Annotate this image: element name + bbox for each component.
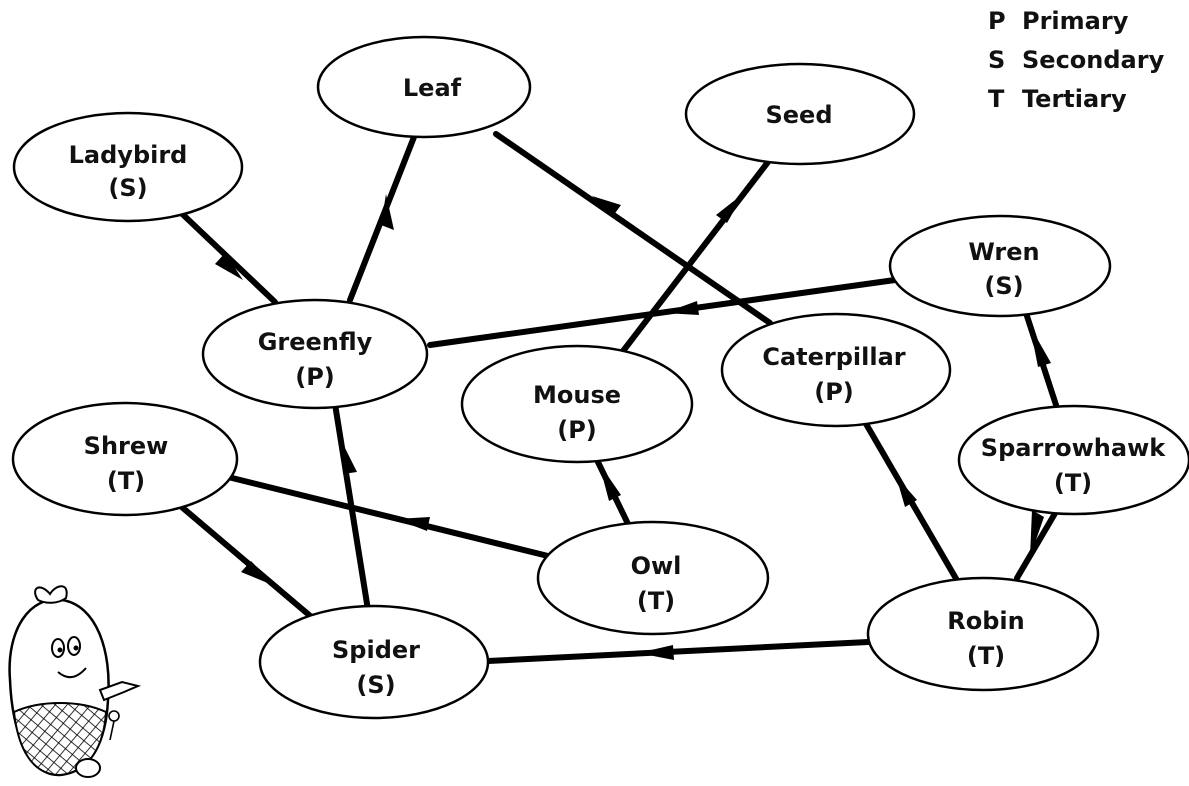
legend-code-primary: P — [988, 7, 1006, 35]
node-greenfly: Greenfly (P) — [201, 298, 429, 410]
node-greenfly-ellipse — [201, 298, 429, 410]
arrowhead-owl-mouse — [599, 463, 621, 501]
node-sparrowhawk: Sparrowhawk (T) — [957, 404, 1189, 516]
node-seed-name: Seed — [765, 101, 832, 129]
node-shrew-ellipse — [11, 401, 239, 517]
edge-owl-shrew — [225, 474, 551, 559]
node-caterpillar: Caterpillar (P) — [720, 312, 952, 428]
node-leaf-name: Leaf — [403, 74, 462, 102]
node-owl-ellipse — [536, 520, 770, 636]
arrowhead-mouse-seed — [716, 193, 744, 223]
node-robin-level: (T) — [967, 642, 1005, 670]
node-ladybird-name: Ladybird — [69, 141, 188, 169]
node-wren-name: Wren — [968, 238, 1039, 266]
legend-item-secondary: S Secondary — [988, 46, 1165, 74]
egg-mascot-illustration — [8, 585, 142, 778]
node-wren: Wren (S) — [888, 214, 1112, 318]
arrowhead-ladybird-greenfly — [215, 253, 243, 280]
node-robin-ellipse — [866, 576, 1100, 692]
node-shrew-level: (T) — [107, 467, 145, 495]
arrowhead-spider-greenfly — [341, 440, 357, 474]
node-ladybird: Ladybird (S) — [12, 111, 244, 223]
edge-wren-greenfly — [427, 277, 898, 348]
node-spider: Spider (S) — [258, 604, 490, 720]
node-wren-ellipse — [888, 214, 1112, 318]
node-ladybird-level: (S) — [108, 174, 147, 202]
legend-label-tertiary: Tertiary — [1022, 85, 1127, 113]
node-shrew: Shrew (T) — [11, 401, 239, 517]
edge-spider-greenfly — [332, 401, 371, 613]
node-caterpillar-level: (P) — [814, 378, 854, 406]
edge-mouse-seed — [617, 159, 771, 358]
arrowhead-robin-spider — [638, 645, 674, 660]
edge-shrew-spider — [174, 500, 318, 623]
legend-label-primary: Primary — [1022, 7, 1129, 35]
node-owl-name: Owl — [631, 552, 682, 580]
food-web-edges — [173, 131, 1060, 664]
node-ladybird-ellipse — [12, 111, 244, 223]
arrowhead-sparrowhawk-wren — [1030, 326, 1051, 367]
food-web-nodes: Leaf Seed Ladybird (S) Greenfly (P) Wren… — [11, 35, 1189, 720]
edge-caterpillar-leaf — [493, 131, 773, 326]
node-sparrowhawk-ellipse — [957, 404, 1189, 516]
node-mouse-level: (P) — [557, 416, 597, 444]
legend-label-secondary: Secondary — [1022, 46, 1165, 74]
legend-item-tertiary: T Tertiary — [988, 85, 1127, 113]
node-sparrowhawk-level: (T) — [1054, 469, 1092, 497]
node-seed-ellipse — [684, 62, 916, 166]
node-owl-level: (T) — [637, 587, 675, 615]
legend: P Primary S Secondary T Tertiary — [988, 7, 1165, 113]
edge-greenfly-leaf — [347, 134, 417, 303]
node-mouse-ellipse — [460, 344, 694, 464]
node-shrew-name: Shrew — [84, 432, 169, 460]
node-greenfly-level: (P) — [295, 363, 335, 391]
arrowhead-caterpillar-leaf — [592, 196, 621, 216]
legend-code-secondary: S — [988, 46, 1005, 74]
arrowhead-wren-greenfly — [664, 301, 699, 315]
node-robin-name: Robin — [947, 607, 1024, 635]
node-leaf-ellipse — [316, 35, 532, 139]
legend-code-tertiary: T — [988, 85, 1005, 113]
node-robin: Robin (T) — [866, 576, 1100, 692]
node-mouse: Mouse (P) — [460, 344, 694, 464]
legend-item-primary: P Primary — [988, 7, 1129, 35]
arrowhead-greenfly-leaf — [381, 194, 394, 230]
node-spider-level: (S) — [356, 671, 395, 699]
edge-sparrowhawk-robin — [1014, 507, 1060, 581]
node-spider-ellipse — [258, 604, 490, 720]
node-spider-name: Spider — [332, 636, 420, 664]
node-caterpillar-ellipse — [720, 312, 952, 428]
arrowhead-robin-caterpillar — [896, 476, 917, 507]
node-leaf: Leaf — [316, 35, 532, 139]
node-wren-level: (S) — [984, 272, 1023, 300]
arrowhead-owl-shrew — [396, 517, 430, 531]
edge-robin-spider — [485, 639, 871, 664]
node-mouse-name: Mouse — [533, 381, 621, 409]
arrowhead-shrew-spider — [241, 561, 275, 586]
node-caterpillar-name: Caterpillar — [762, 343, 905, 371]
arrowhead-sparrowhawk-robin — [1030, 510, 1044, 557]
node-greenfly-name: Greenfly — [258, 328, 373, 356]
node-owl: Owl (T) — [536, 520, 770, 636]
node-seed: Seed — [684, 62, 916, 166]
node-sparrowhawk-name: Sparrowhawk — [981, 434, 1166, 462]
